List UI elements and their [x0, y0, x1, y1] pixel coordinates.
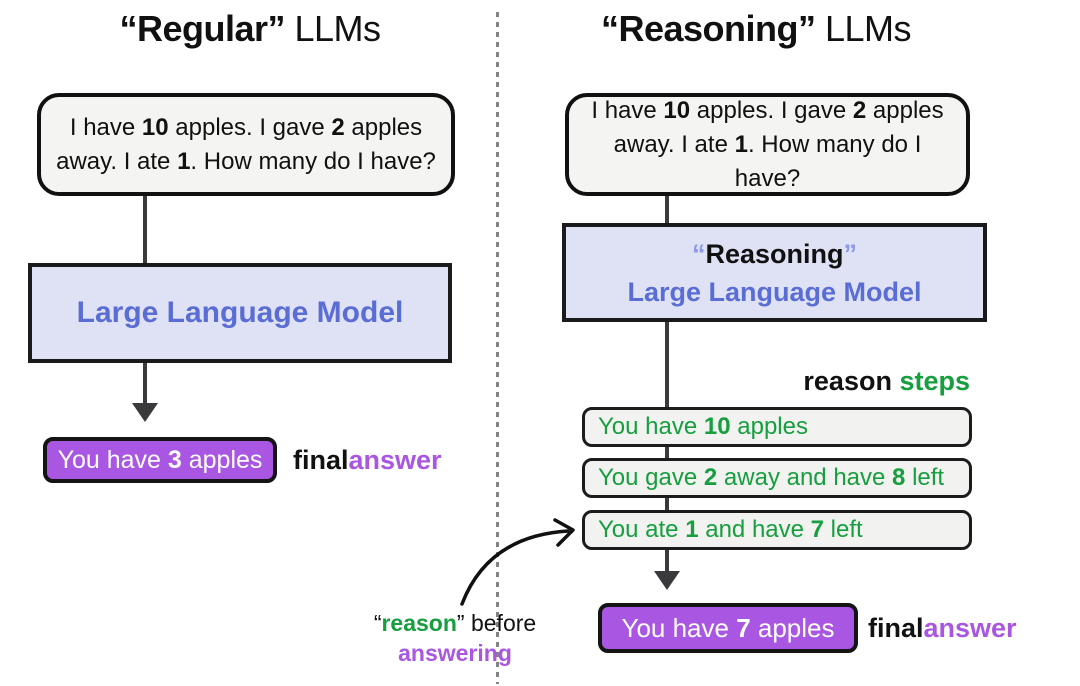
right-connector-line-top — [665, 195, 669, 225]
left-title-rest: LLMs — [285, 8, 382, 49]
right-title: “Reasoning” LLMs — [550, 8, 962, 52]
right-final-answer-label: final answer — [868, 612, 1017, 643]
left-llm-label: Large Language Model — [76, 296, 404, 329]
right-llm-line1: “Reasoning” — [691, 238, 858, 269]
reason-step-1: You have 10 apples — [582, 407, 972, 447]
reason-step-2: You gave 2 away and have 8 left — [582, 458, 972, 498]
left-arrow-down-icon — [132, 403, 158, 422]
reason-step-1-text: You have 10 apples — [598, 413, 808, 440]
left-connector-line — [143, 195, 147, 265]
right-answer-text: You have 7 apples — [621, 612, 835, 643]
left-answer-text: You have 3 apples — [57, 445, 263, 474]
right-question-box: I have 10 apples. I gave 2 apples away. … — [565, 93, 970, 196]
left-arrow-line — [143, 361, 147, 407]
annotation-line2: answering — [398, 640, 512, 666]
left-llm-box: Large Language Model — [28, 263, 452, 363]
left-title: “Regular” LLMs — [40, 8, 460, 52]
left-title-quoted: “Regular” — [119, 8, 285, 49]
annotation-line1: “reason” before — [373, 610, 537, 636]
left-final-answer-label: final answer — [293, 444, 442, 475]
right-answer-box: You have 7 apples — [598, 603, 858, 653]
right-llm-line2: Large Language Model — [627, 276, 922, 307]
dashed-divider — [496, 12, 499, 684]
right-arrow-down-icon — [654, 571, 680, 590]
reason-steps-label: reason steps — [803, 366, 970, 396]
right-title-rest: LLMs — [815, 8, 912, 49]
right-llm-box: “Reasoning” Large Language Model — [562, 223, 987, 322]
right-question-text: I have 10 apples. I gave 2 apples away. … — [591, 96, 944, 192]
reason-step-2-text: You gave 2 away and have 8 left — [598, 464, 945, 491]
left-question-box: I have 10 apples. I gave 2 apples away. … — [37, 93, 455, 196]
reason-step-3: You ate 1 and have 7 left — [582, 510, 972, 550]
reason-before-annotation: “reason” before answering — [350, 608, 560, 668]
reason-step-3-text: You ate 1 and have 7 left — [598, 516, 863, 543]
left-question-text: I have 10 apples. I gave 2 apples away. … — [56, 113, 436, 175]
right-title-quoted: “Reasoning” — [600, 8, 816, 49]
left-answer-box: You have 3 apples — [43, 437, 277, 483]
